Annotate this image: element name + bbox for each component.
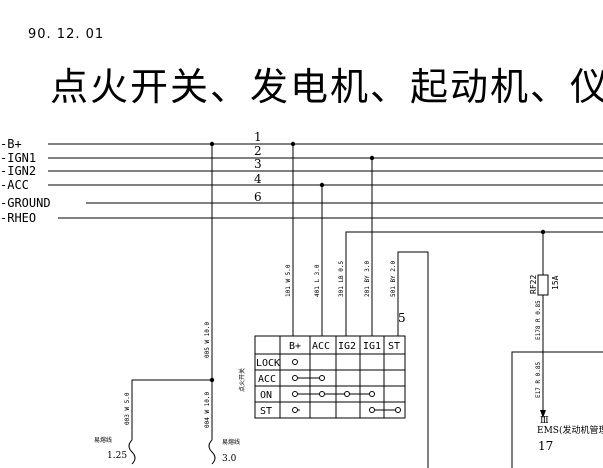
bus-number-6: 6 <box>254 190 262 204</box>
switch-pin-label: 5 <box>398 311 406 325</box>
switch-side-label: 点火开关 <box>238 368 246 392</box>
bus-label-ground: -GROUND <box>0 196 51 210</box>
switch-table-frame <box>254 335 406 419</box>
fuse-body <box>537 274 549 296</box>
fusible-link-1-value: 1.25 <box>107 451 127 461</box>
diagram-title: 点火开关、发电机、起动机、仪 <box>50 65 603 109</box>
ems-number: 17 <box>538 439 553 453</box>
wire-left-branch <box>131 379 212 440</box>
bus-label-ign1: -IGN1 <box>0 151 36 165</box>
switch-row-acc: ACC <box>258 374 276 385</box>
date-stamp: 90. 12. 01 <box>28 27 105 42</box>
bus-number-2: 2 <box>254 144 262 158</box>
wire-right-box <box>511 351 603 468</box>
wire-label-ig2: 301 LB 0.5 <box>338 260 345 297</box>
contact-on-ig1 <box>369 391 375 397</box>
ems-pin: Ⅲ <box>540 416 549 426</box>
contact-on-ig2 <box>344 391 350 397</box>
junction-dot <box>290 141 296 147</box>
wire-label-ems2: E17 R 0.85 <box>535 361 542 398</box>
fusible-link-2 <box>208 439 216 465</box>
junction-dot <box>540 229 546 235</box>
switch-header-ig2: IG2 <box>338 341 356 352</box>
wire-label-ig1: 201 BY 3.0 <box>364 260 371 297</box>
switch-header-bplus: B+ <box>289 341 301 352</box>
bus-label-ign2: -IGN2 <box>0 164 36 178</box>
contact-st-ig1 <box>369 407 375 413</box>
bus-label-bplus: -B+ <box>0 137 22 151</box>
wire-label-left1: 005 W 10.0 <box>204 321 211 358</box>
wire-label-acc: 401 L 3.0 <box>314 264 321 297</box>
ems-label: EMS(发动机管理系统) <box>537 424 603 436</box>
fusible-link-1-name: 易熔线 <box>94 436 112 444</box>
bus-label-rheo: -RHEO <box>0 211 36 225</box>
contact-acc-bplus <box>292 375 298 381</box>
junction-dot <box>209 377 215 383</box>
switch-row-on: ON <box>260 390 272 401</box>
contact-lock-bplus <box>292 359 298 365</box>
junction-dot <box>369 155 375 161</box>
fuse-name: RF22 <box>529 275 538 294</box>
contact-acc-acc <box>319 375 325 381</box>
switch-row-lock: LOCK <box>256 358 280 369</box>
switch-header-st: ST <box>388 341 400 352</box>
wire-st <box>397 251 429 468</box>
switch-header-acc: ACC <box>312 341 330 352</box>
contact-on-acc <box>319 391 325 397</box>
bus-label-acc: -ACC <box>0 178 29 192</box>
fuse-rating: 15A <box>551 275 560 290</box>
bus-number-1: 1 <box>254 130 262 144</box>
switch-row-st: ST <box>260 406 272 417</box>
switch-header-ig1: IG1 <box>363 341 381 352</box>
contact-st-st <box>395 407 401 413</box>
fusible-link-1 <box>128 439 136 465</box>
wire-label-left3: 003 W 5.0 <box>124 392 131 425</box>
wire-label-st: 501 BY 2.0 <box>390 260 397 297</box>
wire-label-left2: 004 W 10.0 <box>204 391 211 428</box>
wire-label-bplus: 101 W 5.0 <box>285 264 292 297</box>
wire-ig2 <box>345 231 603 336</box>
contact-on-bplus <box>292 391 298 397</box>
contact-st-bplus <box>292 407 298 413</box>
bus-number-4: 4 <box>254 172 262 186</box>
junction-dot <box>209 141 215 147</box>
ems-arrow <box>540 410 546 418</box>
fusible-link-2-value: 3.0 <box>222 454 237 464</box>
fusible-link-2-name: 易熔线 <box>222 438 240 446</box>
junction-dot <box>319 182 325 188</box>
wire-label-ems1: E178 R 0.85 <box>535 300 542 340</box>
bus-number-3: 3 <box>254 157 262 171</box>
